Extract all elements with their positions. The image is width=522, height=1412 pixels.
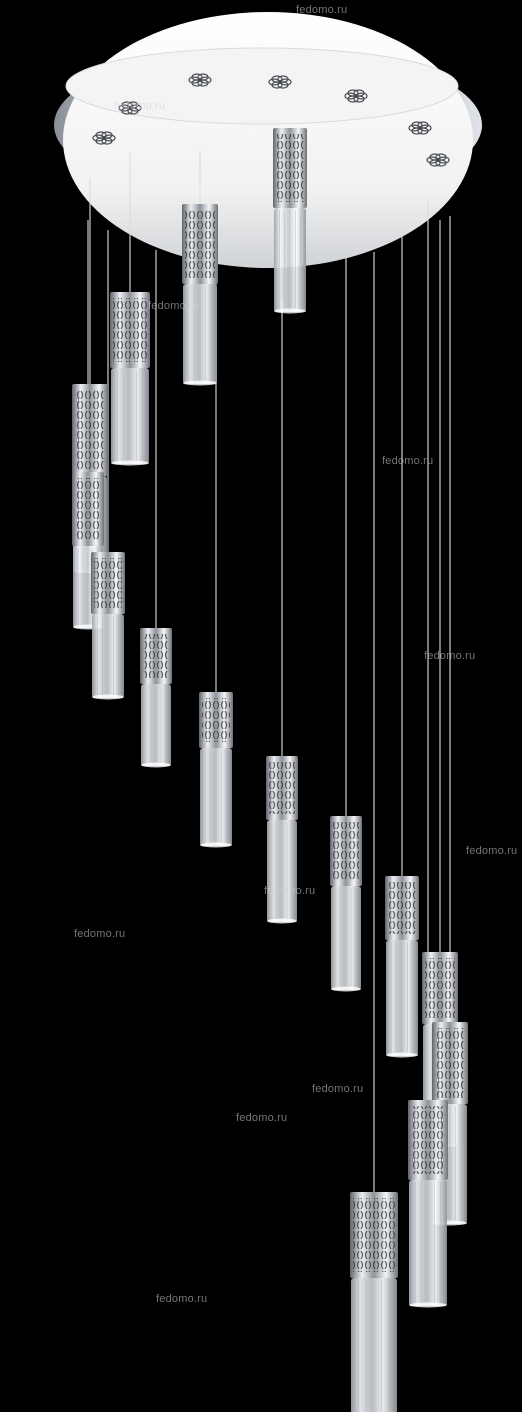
pendant-light [91,552,125,700]
filigree-pattern [113,298,147,362]
pendant-light [110,292,150,466]
pendant-light [199,692,233,848]
filigree-pattern [411,1106,445,1174]
pendant-light [273,128,307,314]
flower-ornament-icon [344,89,368,103]
flower-ornament-icon [118,101,142,115]
glass-tube-base [200,842,232,848]
pendant-light [408,1100,448,1308]
filigree-pattern [353,1198,395,1272]
pendant-light [385,876,419,1058]
glass-tube-base [409,1302,447,1308]
filigree-pattern [202,698,230,742]
filigree-pattern [269,762,295,814]
glass-tube-base [111,460,149,466]
filigree-pattern [185,210,215,278]
filigree-pattern [75,478,101,540]
filigree-pattern [143,634,169,678]
filigree-pattern [75,390,105,470]
glass-tube-base [267,918,297,924]
pendant-lights [72,128,468,1412]
flower-ornament-icon [268,75,292,89]
glass-tube-base [92,694,124,700]
flower-ornament-icon [92,131,116,145]
pendant-light [182,204,218,386]
filigree-pattern [333,822,359,880]
glass-tube-base [141,762,171,768]
glass-tube-base [386,1052,418,1058]
glass-tube-base [183,380,217,386]
filigree-pattern [276,134,304,202]
filigree-pattern [94,558,122,608]
glass-tube-base [274,308,306,314]
ceiling-canopy [54,12,482,268]
filigree-pattern [388,882,416,934]
canopy-top [65,47,459,125]
pendant-light [330,816,362,992]
pendant-light [140,628,172,768]
filigree-pattern [435,1028,465,1098]
flower-ornament-icon [408,121,432,135]
flower-ornament-icon [188,73,212,87]
flower-ornament-icon [426,153,450,167]
glass-tube-base [331,986,361,992]
pendant-light [266,756,298,924]
pendant-light [350,1192,398,1412]
suspension-wires [87,128,451,1192]
filigree-pattern [425,958,455,1018]
